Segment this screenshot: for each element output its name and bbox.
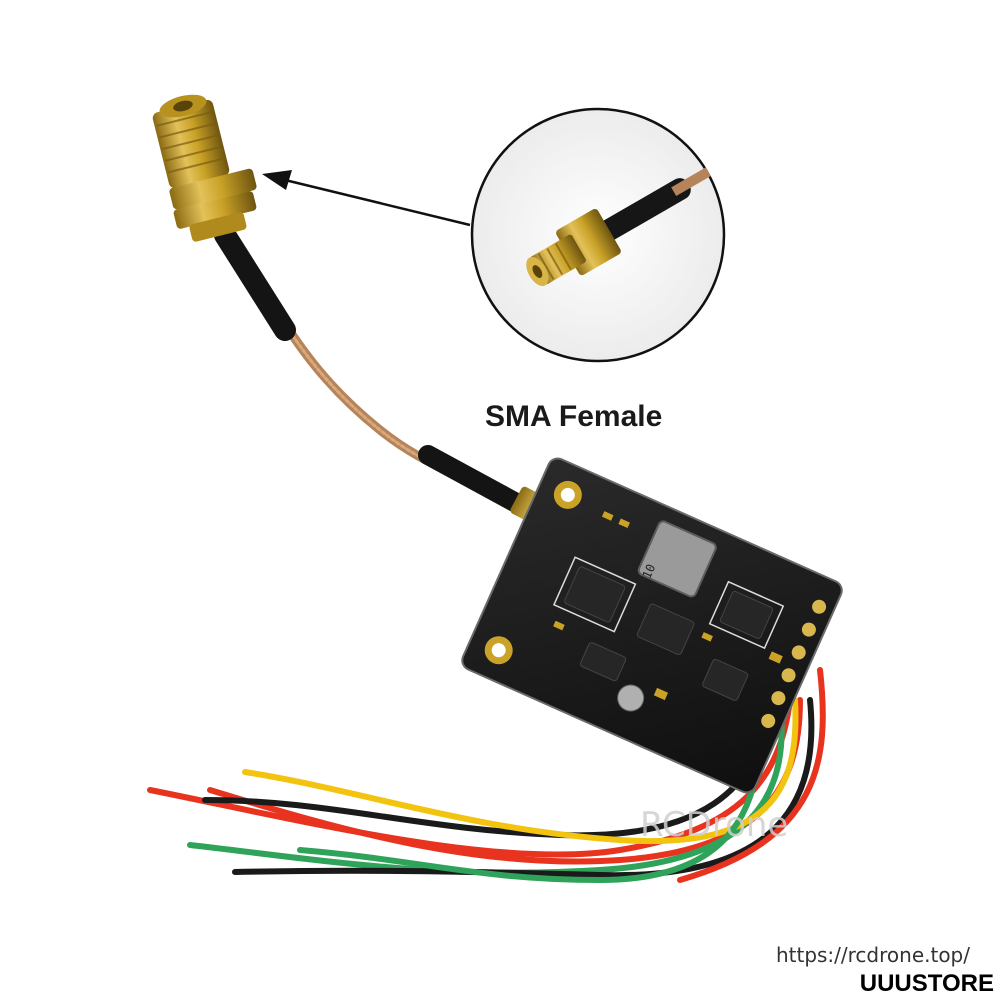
zoom-callout bbox=[470, 107, 726, 363]
watermark: RCDrone bbox=[640, 805, 789, 845]
sma-female-connector bbox=[152, 94, 257, 242]
vtx-module: 150 1910 bbox=[461, 457, 843, 794]
wire-harness bbox=[147, 667, 826, 884]
pointer-arrow-icon bbox=[262, 170, 471, 227]
store-url: https://rcdrone.top/ bbox=[775, 943, 970, 967]
store-name: UUUSTORE bbox=[859, 970, 994, 997]
sma-female-label: SMA Female bbox=[485, 400, 663, 433]
